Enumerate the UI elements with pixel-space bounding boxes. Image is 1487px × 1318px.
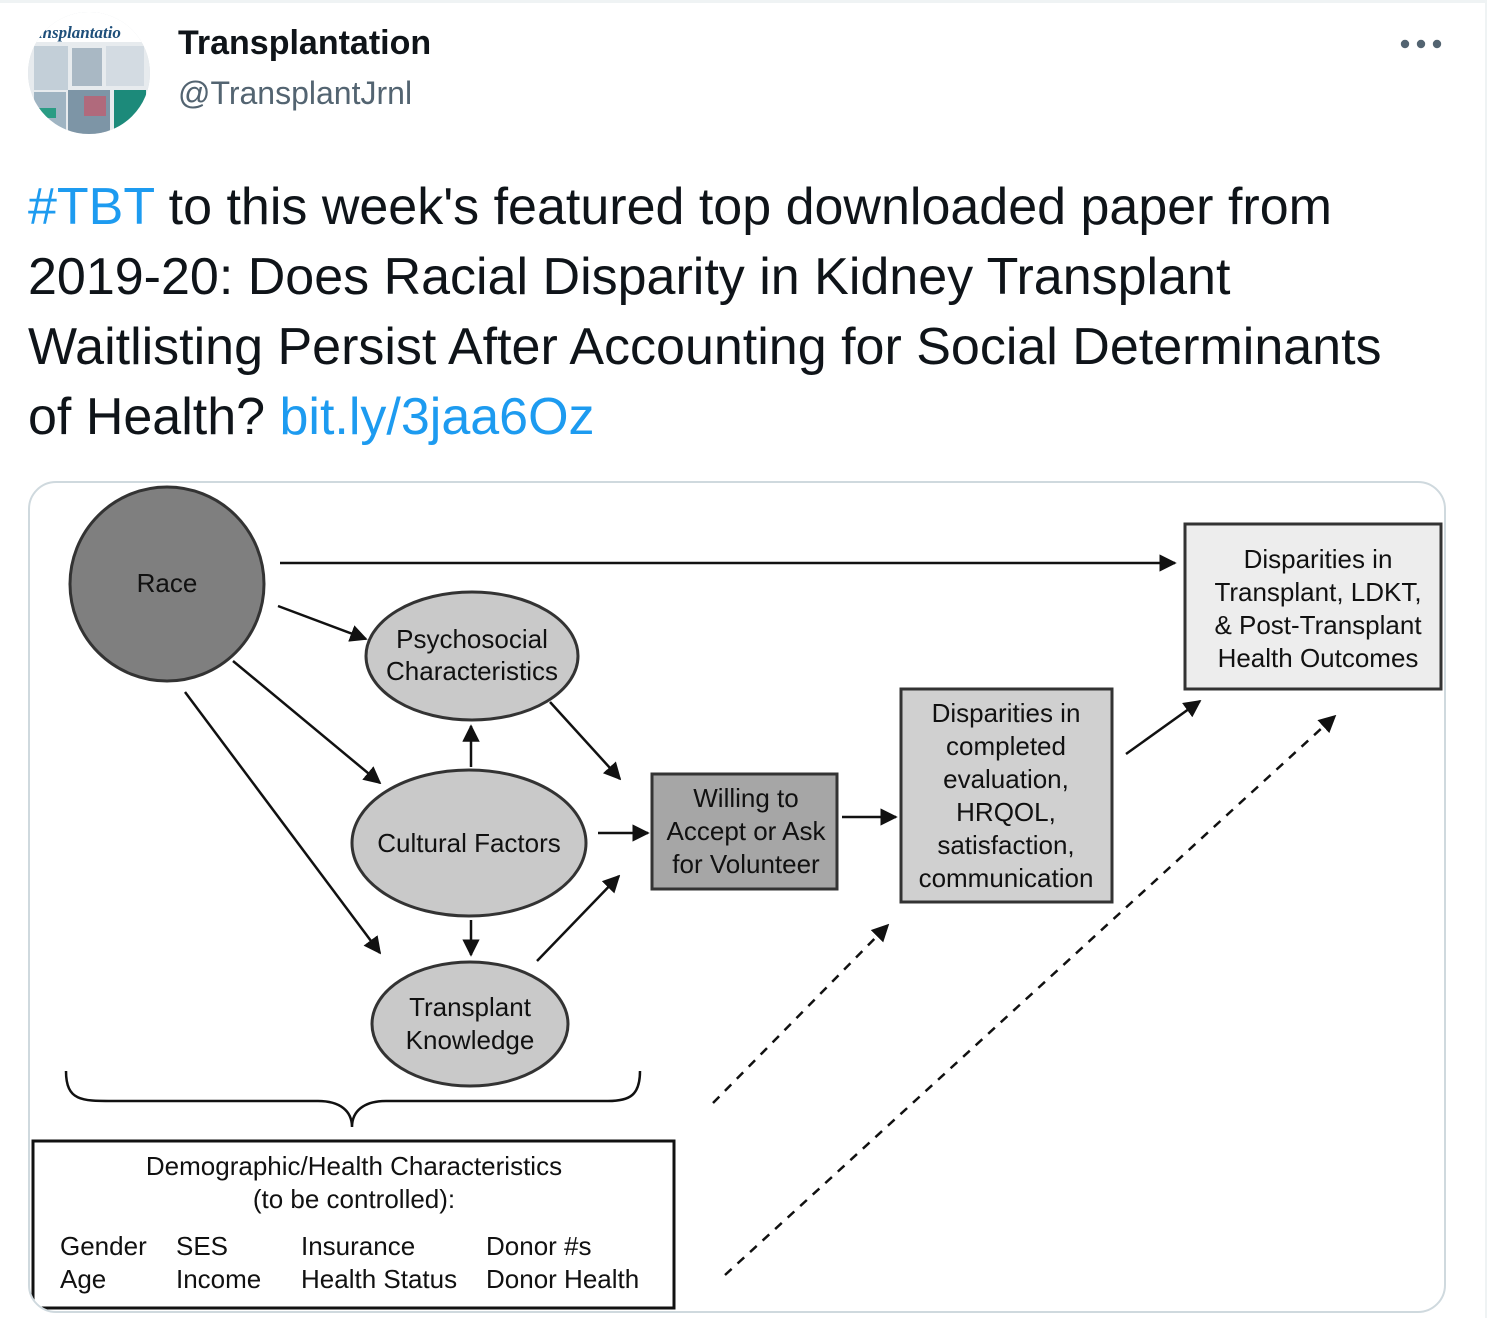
more-horizontal-icon [1400, 39, 1442, 49]
psychosocial-node [364, 590, 580, 722]
knowledge-label-1: Transplant [409, 992, 532, 1022]
psychosocial-label-2: Characteristics [386, 656, 558, 686]
transplant-knowledge-node [370, 960, 570, 1088]
eval-label-6: communication [919, 863, 1094, 893]
controls-title-1: Demographic/Health Characteristics [146, 1151, 562, 1181]
author-avatar[interactable]: ansplantatio [28, 12, 150, 134]
outcome-label-3: & Post-Transplant [1214, 610, 1422, 640]
control-age: Age [60, 1264, 106, 1294]
right-divider [1485, 0, 1487, 1318]
avatar-title: ansplantatio [34, 23, 121, 42]
control-income: Income [176, 1264, 261, 1294]
willing-label-1: Willing to [693, 783, 798, 813]
controls-box [31, 1139, 676, 1310]
eval-label-3: evaluation, [943, 764, 1069, 794]
outcome-label-4: Health Outcomes [1218, 643, 1419, 673]
willing-node [650, 772, 839, 891]
willing-label-3: for Volunteer [672, 849, 820, 879]
tweet-media-image[interactable]: Race Psychosocial Characteristics Cultur… [28, 481, 1446, 1313]
control-ses: SES [176, 1231, 228, 1261]
top-divider [0, 0, 1487, 3]
solid-arrows [183, 554, 1202, 962]
willing-label-2: Accept or Ask [667, 816, 827, 846]
race-label: Race [137, 568, 198, 598]
tweet-body: to this week's featured top downloaded p… [28, 178, 1382, 446]
grouping-brace [64, 1070, 642, 1128]
control-donor-count: Donor #s [486, 1231, 592, 1261]
eval-label-1: Disparities in [932, 698, 1081, 728]
outcome-label-2: Transplant, LDKT, [1214, 577, 1421, 607]
race-node [68, 485, 266, 683]
cultural-factors-node [350, 768, 588, 918]
cultural-factors-label: Cultural Factors [377, 828, 561, 858]
dashed-arrows [712, 714, 1337, 1276]
control-insurance: Insurance [301, 1231, 415, 1261]
author-name[interactable]: Transplantation [178, 24, 432, 62]
eval-label-2: completed [946, 731, 1066, 761]
eval-label-4: HRQOL, [956, 797, 1056, 827]
controls-title-2: (to be controlled): [253, 1184, 455, 1214]
eval-label-5: satisfaction, [937, 830, 1074, 860]
hashtag-link[interactable]: #TBT [28, 178, 155, 236]
control-gender: Gender [60, 1231, 147, 1261]
more-options-button[interactable] [1396, 22, 1446, 66]
outcome-label-1: Disparities in [1244, 544, 1393, 574]
author-handle[interactable]: @TransplantJrnl [178, 75, 413, 111]
psychosocial-label-1: Psychosocial [396, 624, 548, 654]
knowledge-label-2: Knowledge [406, 1025, 535, 1055]
url-link[interactable]: bit.ly/3jaa6Oz [279, 388, 595, 446]
disparities-outcome-node [1183, 522, 1443, 691]
disparities-evaluation-node [899, 687, 1114, 904]
control-health-status: Health Status [301, 1264, 457, 1294]
journal-cover-icon: ansplantatio [28, 12, 150, 134]
tweet-text: #TBT to this week's featured top downloa… [28, 172, 1428, 452]
control-donor-health: Donor Health [486, 1264, 639, 1294]
conceptual-model-diagram: Race Psychosocial Characteristics Cultur… [31, 485, 1443, 1310]
